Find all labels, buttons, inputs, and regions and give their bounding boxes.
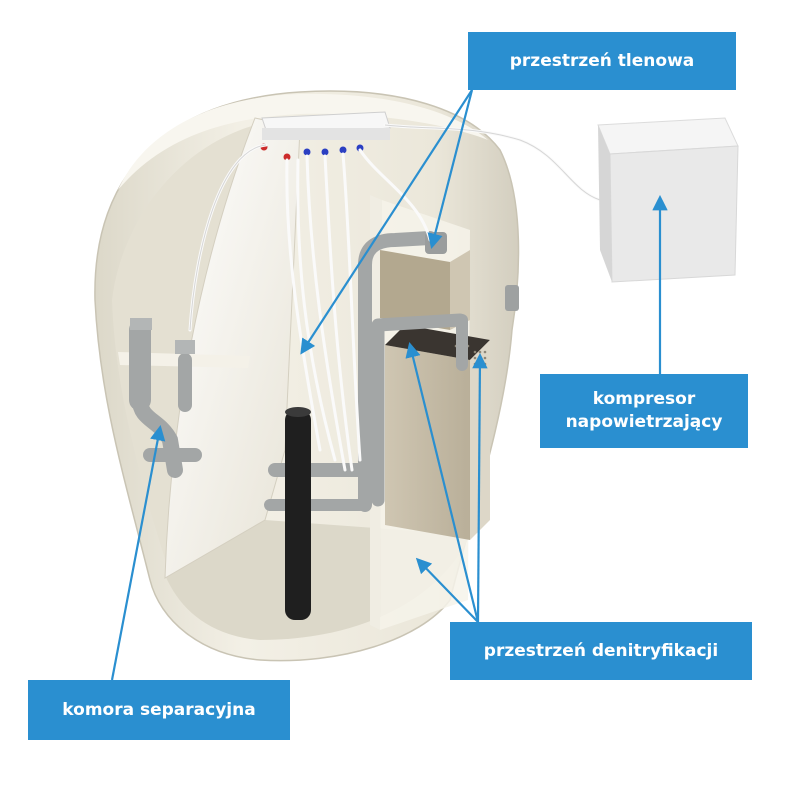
compressor-icon — [597, 117, 739, 283]
arrow-tlenowa-right — [427, 89, 474, 249]
arrow-deni-wall — [472, 352, 488, 623]
diffuser-icon — [285, 407, 311, 620]
label-przestrzen-tlenowa: przestrzeń tlenowa — [468, 32, 736, 90]
arrow-deni-floor — [415, 557, 479, 623]
septic-tank-icon — [94, 90, 602, 662]
denitrification-box — [385, 345, 470, 540]
label-komora-separacyjna: komora separacyjna — [28, 680, 290, 740]
label-przestrzen-denitryfikacji: przestrzeń denitryfikacji — [450, 622, 752, 680]
arrow-tlenowa-left — [300, 89, 473, 355]
label-kompresor-napowietrzajacy: kompresor napowietrzający — [540, 374, 748, 448]
air-manifold-icon — [260, 111, 391, 161]
arrow-deni-box — [405, 342, 480, 623]
arrow-separacyjna — [110, 424, 166, 681]
leader-arrows — [110, 89, 668, 681]
